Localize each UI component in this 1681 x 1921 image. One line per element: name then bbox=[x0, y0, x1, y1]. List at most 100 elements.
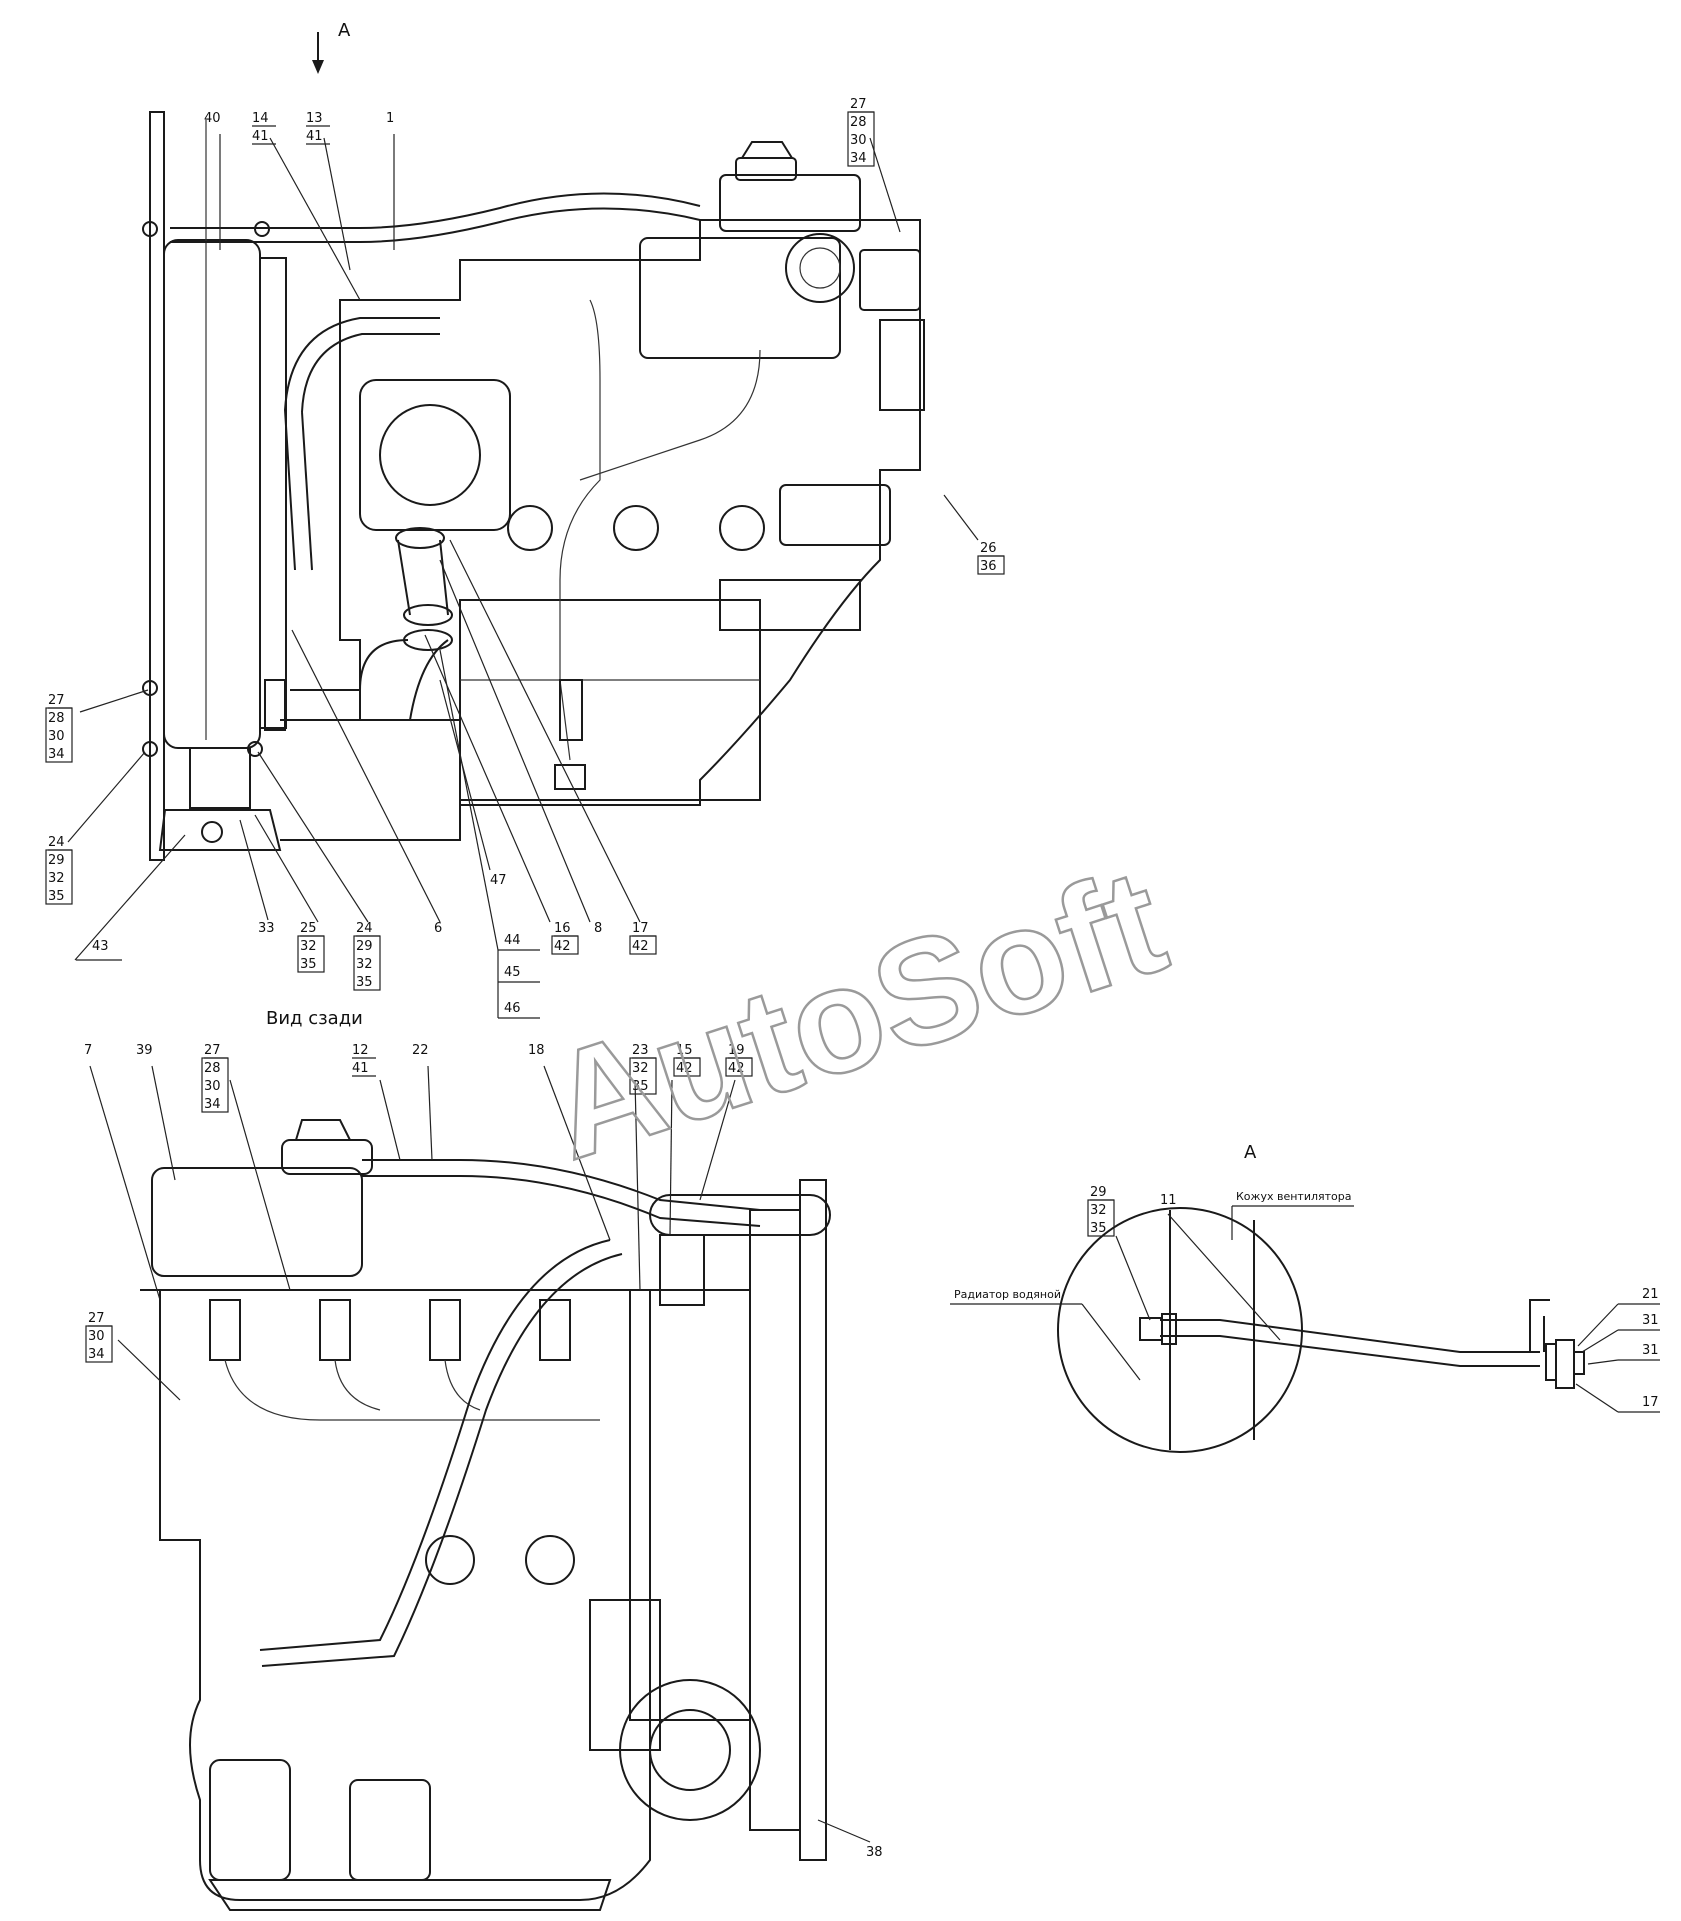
svg-text:7: 7 bbox=[84, 1043, 92, 1058]
svg-text:33: 33 bbox=[258, 921, 275, 936]
svg-text:35: 35 bbox=[48, 889, 65, 904]
svg-text:14: 14 bbox=[252, 111, 269, 126]
callout-27-30-34-rear: 27 30 34 bbox=[85, 1311, 113, 1363]
svg-text:27: 27 bbox=[850, 97, 867, 112]
svg-text:34: 34 bbox=[48, 747, 65, 762]
callout-47: 47 bbox=[490, 873, 507, 888]
svg-text:47: 47 bbox=[490, 873, 507, 888]
svg-text:32: 32 bbox=[356, 957, 373, 972]
view-direction-arrow-a: A bbox=[312, 20, 351, 74]
svg-text:28: 28 bbox=[204, 1061, 221, 1076]
svg-text:28: 28 bbox=[48, 711, 65, 726]
callout-31-lower: 31 bbox=[1642, 1343, 1659, 1358]
callout-19-42: 19 42 bbox=[725, 1043, 753, 1077]
svg-text:17: 17 bbox=[632, 921, 649, 936]
svg-text:16: 16 bbox=[554, 921, 571, 936]
callout-31-upper: 31 bbox=[1642, 1313, 1659, 1328]
svg-text:1: 1 bbox=[386, 111, 394, 126]
svg-text:29: 29 bbox=[48, 853, 65, 868]
svg-text:28: 28 bbox=[850, 115, 867, 130]
callout-8: 8 bbox=[594, 921, 602, 936]
top-view-callouts: 40 14 41 13 41 1 27 28 30 34 26 36 bbox=[45, 97, 1005, 1019]
svg-text:35: 35 bbox=[300, 957, 317, 972]
svg-text:35: 35 bbox=[632, 1079, 649, 1094]
svg-text:17: 17 bbox=[1642, 1395, 1659, 1410]
fan-shroud-note: Кожух вентилятора bbox=[1236, 1190, 1351, 1203]
callout-40: 40 bbox=[204, 111, 221, 126]
svg-text:45: 45 bbox=[504, 965, 521, 980]
callout-16-42: 16 42 bbox=[551, 921, 579, 955]
callout-15-42: 15 42 bbox=[673, 1043, 701, 1077]
svg-text:23: 23 bbox=[632, 1043, 649, 1058]
svg-text:38: 38 bbox=[866, 1845, 883, 1860]
callout-21: 21 bbox=[1642, 1287, 1659, 1302]
svg-text:32: 32 bbox=[48, 871, 65, 886]
svg-text:27: 27 bbox=[204, 1043, 221, 1058]
svg-text:15: 15 bbox=[676, 1043, 693, 1058]
radiator-note: Радиатор водяной bbox=[954, 1288, 1061, 1301]
svg-text:43: 43 bbox=[92, 939, 109, 954]
svg-text:46: 46 bbox=[504, 1001, 521, 1016]
callout-27-28-30-34-left: 27 28 30 34 bbox=[45, 693, 73, 763]
detail-circle bbox=[1057, 1207, 1303, 1453]
svg-text:42: 42 bbox=[632, 939, 649, 954]
callout-27-28-30-34-rear: 27 28 30 34 bbox=[201, 1043, 229, 1113]
callout-6: 6 bbox=[434, 921, 442, 936]
expansion-tank bbox=[151, 1167, 363, 1277]
svg-text:42: 42 bbox=[728, 1061, 745, 1076]
svg-text:34: 34 bbox=[88, 1347, 105, 1362]
callout-26-36: 26 36 bbox=[977, 541, 1005, 575]
callout-13-41: 13 41 bbox=[306, 111, 330, 145]
svg-text:32: 32 bbox=[1090, 1203, 1107, 1218]
rear-view-caption: Вид сзади bbox=[266, 1008, 363, 1029]
svg-text:19: 19 bbox=[728, 1043, 745, 1058]
svg-text:34: 34 bbox=[850, 151, 867, 166]
svg-text:30: 30 bbox=[88, 1329, 105, 1344]
svg-text:42: 42 bbox=[676, 1061, 693, 1076]
svg-text:32: 32 bbox=[300, 939, 317, 954]
svg-text:35: 35 bbox=[356, 975, 373, 990]
svg-text:31: 31 bbox=[1642, 1343, 1659, 1358]
svg-text:24: 24 bbox=[356, 921, 373, 936]
callout-7: 7 bbox=[84, 1043, 92, 1058]
callout-17-detail: 17 bbox=[1642, 1395, 1659, 1410]
callout-12-41: 12 41 bbox=[352, 1043, 376, 1077]
callout-27-28-30-34-top: 27 28 30 34 bbox=[847, 97, 875, 167]
callout-14-41: 14 41 bbox=[252, 111, 276, 145]
callout-23-32-35: 23 32 35 bbox=[629, 1043, 657, 1095]
callout-39: 39 bbox=[136, 1043, 153, 1058]
callout-29-32-35: 29 32 35 bbox=[1087, 1185, 1115, 1237]
svg-text:44: 44 bbox=[504, 933, 521, 948]
svg-text:25: 25 bbox=[300, 921, 317, 936]
svg-text:41: 41 bbox=[252, 129, 269, 144]
svg-text:31: 31 bbox=[1642, 1313, 1659, 1328]
svg-text:30: 30 bbox=[204, 1079, 221, 1094]
svg-text:8: 8 bbox=[594, 921, 602, 936]
svg-text:13: 13 bbox=[306, 111, 323, 126]
svg-text:29: 29 bbox=[356, 939, 373, 954]
svg-text:6: 6 bbox=[434, 921, 442, 936]
svg-text:30: 30 bbox=[48, 729, 65, 744]
svg-text:42: 42 bbox=[554, 939, 571, 954]
callout-11: 11 bbox=[1160, 1193, 1177, 1208]
engine-rear-view bbox=[140, 1119, 831, 1911]
detail-a: A Радиатор водяной Кожух вентилятора bbox=[950, 1142, 1660, 1453]
svg-text:21: 21 bbox=[1642, 1287, 1659, 1302]
callout-18: 18 bbox=[528, 1043, 545, 1058]
rear-view-callouts: 7 39 27 28 30 34 12 41 22 18 23 32 bbox=[84, 1043, 883, 1860]
svg-text:39: 39 bbox=[136, 1043, 153, 1058]
callout-33: 33 bbox=[258, 921, 275, 936]
engine-side-view bbox=[142, 111, 925, 861]
svg-text:11: 11 bbox=[1160, 1193, 1177, 1208]
callout-38: 38 bbox=[866, 1845, 883, 1860]
callout-1: 1 bbox=[386, 111, 394, 126]
view-a-marker: A bbox=[338, 20, 351, 41]
svg-text:27: 27 bbox=[48, 693, 65, 708]
svg-text:41: 41 bbox=[306, 129, 323, 144]
svg-text:12: 12 bbox=[352, 1043, 369, 1058]
svg-text:26: 26 bbox=[980, 541, 997, 556]
svg-text:34: 34 bbox=[204, 1097, 221, 1112]
svg-text:18: 18 bbox=[528, 1043, 545, 1058]
svg-text:27: 27 bbox=[88, 1311, 105, 1326]
svg-text:30: 30 bbox=[850, 133, 867, 148]
